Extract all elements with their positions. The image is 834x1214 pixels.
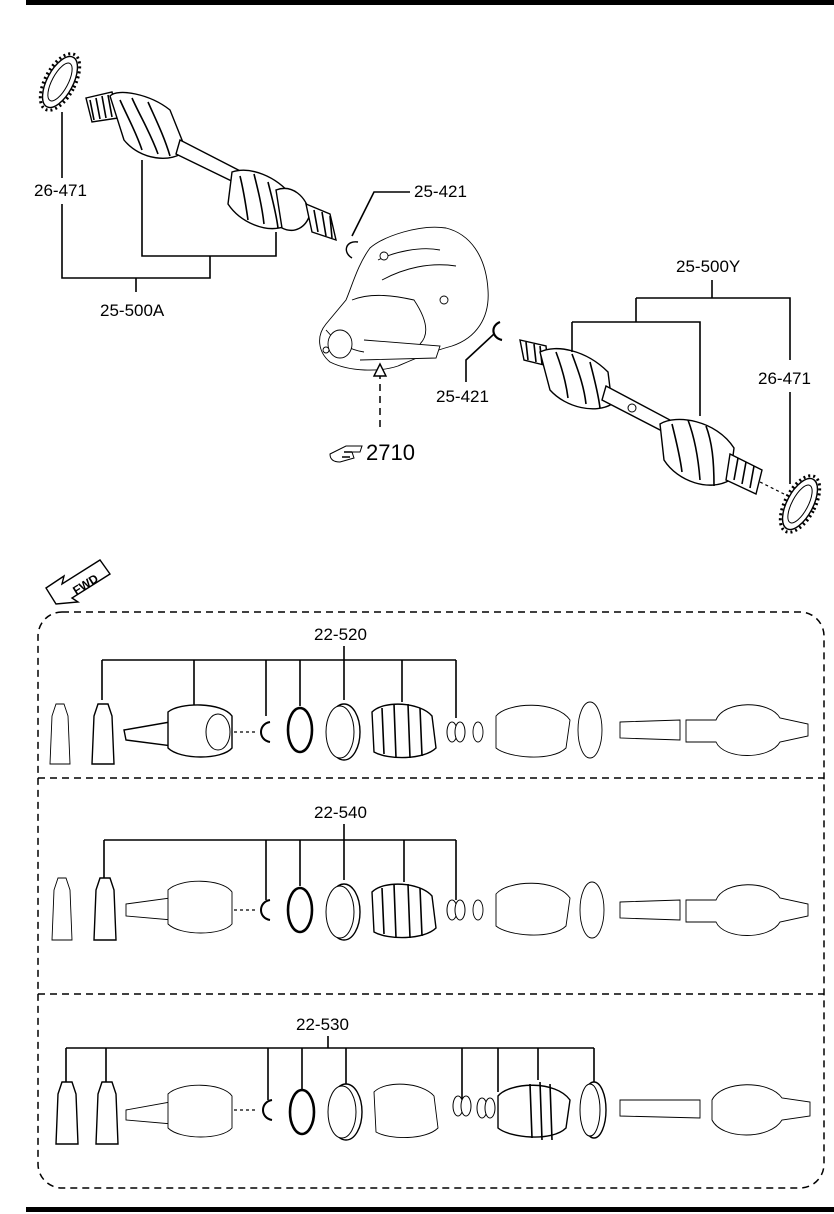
label-shaft-right: 25-500Y xyxy=(676,257,740,276)
abs-ring-right xyxy=(778,474,822,534)
label-ref: 2710 xyxy=(366,440,415,465)
kit-22-530: 22-530 xyxy=(55,1015,811,1145)
bottom-border xyxy=(26,1207,834,1212)
circlip-top xyxy=(345,241,359,259)
label-clip-bottom: 25-421 xyxy=(436,387,489,406)
label-clip-top: 25-421 xyxy=(414,182,467,201)
kit-22-540: 22-540 xyxy=(51,803,809,941)
label-ring-left: 26-471 xyxy=(34,181,87,200)
kit-22-520: 22-520 xyxy=(49,625,809,765)
top-border xyxy=(26,0,834,5)
fwd-arrow-icon: FWD xyxy=(45,559,112,605)
label-kit2: 22-540 xyxy=(314,803,367,822)
differential-housing xyxy=(319,226,489,371)
abs-ring-left xyxy=(38,52,82,112)
hand-pointer-icon xyxy=(329,445,363,463)
label-ring-right: 26-471 xyxy=(758,369,811,388)
kit-frame xyxy=(37,611,825,1189)
right-drive-shaft xyxy=(519,339,763,495)
label-kit3: 22-530 xyxy=(296,1015,349,1034)
label-shaft-left: 25-500A xyxy=(100,301,165,320)
circlip-bottom xyxy=(492,320,503,342)
left-drive-shaft xyxy=(38,52,337,242)
label-kit1: 22-520 xyxy=(314,625,367,644)
